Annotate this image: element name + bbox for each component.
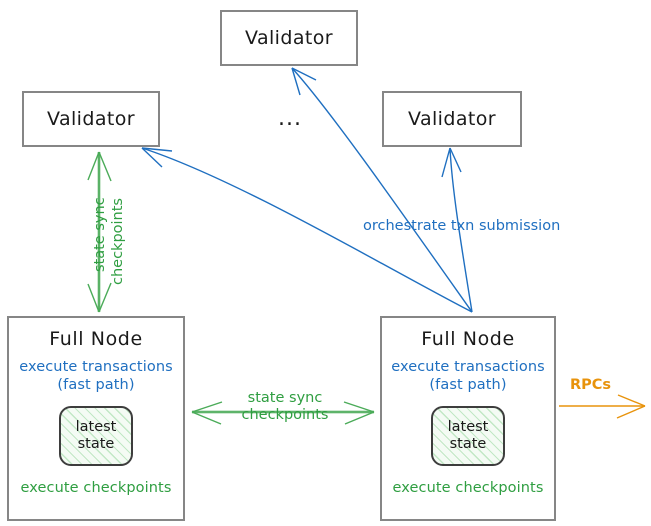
execute-transactions-line: execute transactions [19, 359, 173, 375]
full-node-fastpath-text: execute transactions (fast path) [391, 358, 545, 394]
checkpoints-line: checkpoints [241, 407, 329, 424]
validator-box-left[interactable]: Validator [22, 91, 160, 147]
latest-state-box[interactable]: latest state [431, 406, 505, 467]
full-node-title: Full Node [49, 328, 143, 350]
latest-state-line1: latest [75, 419, 117, 436]
latest-state-line1: latest [447, 419, 489, 436]
fast-path-line: (fast path) [429, 377, 507, 394]
state-sync-vertical-label-line2: checkpoints [110, 198, 126, 285]
latest-state-line2: state [449, 436, 487, 453]
full-node-box-left[interactable]: Full Node execute transactions (fast pat… [7, 316, 185, 521]
validator-box-top[interactable]: Validator [220, 10, 358, 66]
rpcs-label: RPCs [570, 377, 612, 393]
latest-state-box[interactable]: latest state [59, 406, 133, 467]
edge-rpcs [559, 394, 646, 419]
validators-ellipsis: ... [278, 106, 302, 131]
orchestrate-txn-submission-label: orchestrate txn submission [363, 218, 561, 234]
execute-checkpoints-text: execute checkpoints [20, 480, 172, 497]
fast-path-line: (fast path) [57, 377, 135, 394]
validator-label: Validator [408, 108, 496, 130]
execute-checkpoints-text: execute checkpoints [392, 480, 544, 497]
latest-state-line2: state [77, 436, 115, 453]
state-sync-line: state sync [247, 390, 323, 406]
validator-label: Validator [47, 108, 135, 130]
validator-label: Validator [245, 27, 333, 49]
full-node-box-right[interactable]: Full Node execute transactions (fast pat… [380, 316, 556, 521]
validator-box-right[interactable]: Validator [382, 91, 522, 147]
full-node-title: Full Node [421, 328, 515, 350]
state-sync-vertical-label-line1: state sync [92, 197, 108, 272]
state-sync-horizontal-label: state sync checkpoints [230, 390, 340, 424]
execute-transactions-line: execute transactions [391, 359, 545, 375]
full-node-fastpath-text: execute transactions (fast path) [19, 358, 173, 394]
